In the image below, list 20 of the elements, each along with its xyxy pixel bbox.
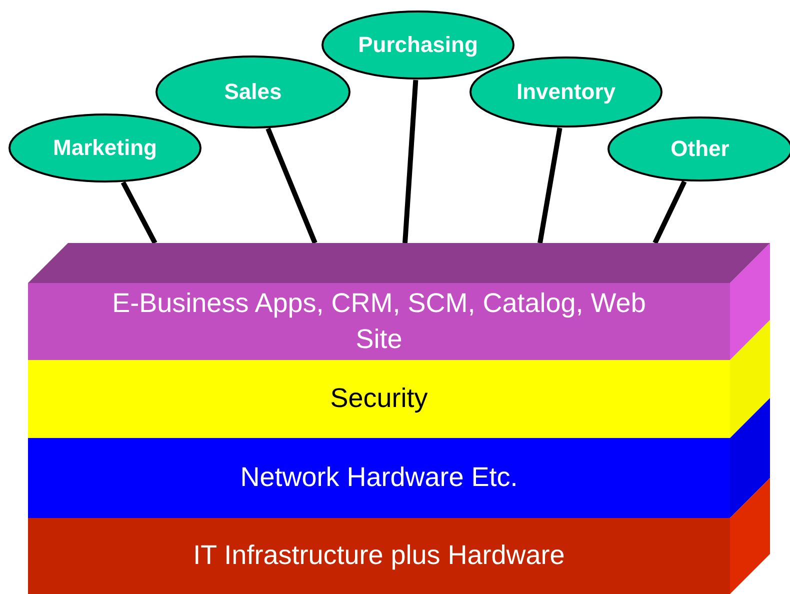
node-label: IT Infrastructure plus Hardware [192, 539, 566, 572]
ellipse-node [321, 10, 515, 80]
stack-layer [28, 518, 730, 594]
stack-layer [28, 360, 730, 438]
node-label: Purchasing [358, 32, 478, 58]
connector-line [652, 180, 687, 244]
connector-line [402, 80, 418, 244]
stack-layer [28, 438, 730, 518]
node-label: Security [329, 382, 429, 416]
ellipse-node [155, 55, 351, 129]
stack-layer [28, 243, 770, 360]
node-label: Marketing [53, 135, 157, 161]
ellipse-node [8, 113, 202, 183]
node-label: Inventory [516, 79, 616, 105]
connector-line [120, 181, 158, 244]
node-label: Sales [224, 79, 282, 105]
ellipse-node [469, 56, 663, 128]
node-label: E-Business Apps, CRM, SCM, Catalog, Web Site [111, 287, 647, 356]
node-label: Other [670, 136, 730, 162]
node-label: Network Hardware Etc. [239, 461, 519, 494]
